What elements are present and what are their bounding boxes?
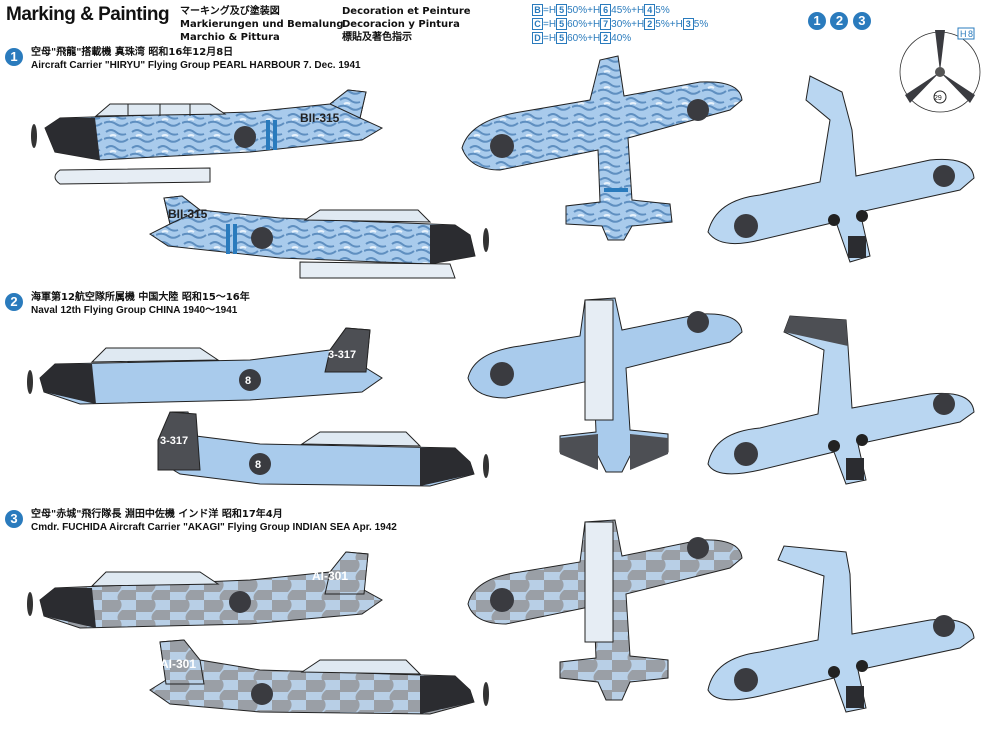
header-zh: 標貼及著色指示 xyxy=(342,32,412,43)
section-title-en: Aircraft Carrier "HIRYU" Flying Group PE… xyxy=(31,60,361,71)
section-title-en: Cmdr. FUCHIDA Aircraft Carrier "AKAGI" F… xyxy=(31,522,397,533)
paint-code-prefix: H xyxy=(592,5,601,16)
mix-ratio: 60%+ xyxy=(567,33,593,44)
s1-bottom-view xyxy=(707,75,975,263)
paint-code-number: 7 xyxy=(600,18,612,30)
paint-code-number: 6 xyxy=(600,4,612,16)
paint-code-number: 2 xyxy=(600,32,612,44)
mix-ratio: 50%+ xyxy=(567,5,593,16)
s2-code-lower: 3-317 xyxy=(160,435,188,447)
paint-code-number: 3 xyxy=(682,18,694,30)
header-languages-col2: マーキング及び塗装図 Markierungen und Bemalung Mar… xyxy=(180,5,343,44)
s2-bottom-view xyxy=(707,315,975,485)
scheme-badge: 1 xyxy=(808,12,826,30)
s3-top-view xyxy=(467,519,743,701)
header-es: Decoracion y Pintura xyxy=(342,19,460,30)
mix-equals: = xyxy=(543,5,549,16)
scheme-badges: 1 2 3 xyxy=(808,12,871,30)
mix-ratio: 5% xyxy=(655,5,670,16)
mix-ratio: 40% xyxy=(611,33,632,44)
prop-callout-29: 29 xyxy=(934,95,942,102)
mix-ratio: 45%+ xyxy=(611,5,638,16)
s2-code: 3-317 xyxy=(328,349,356,361)
s3-side-lower: AI-301 xyxy=(149,639,489,715)
prop-paint-code: H xyxy=(960,29,967,39)
mix-ratio: 60%+ xyxy=(567,19,593,30)
s3-side-upper: AI-301 xyxy=(27,551,383,629)
page-title: Marking & Painting xyxy=(6,4,170,25)
section-badge: 2 xyxy=(5,293,23,311)
paint-code-number: 5 xyxy=(556,4,568,16)
paint-code-number: 5 xyxy=(556,32,568,44)
s1-top-view xyxy=(461,55,743,241)
propeller-detail: H 8 29 xyxy=(899,27,981,113)
mix-key: C xyxy=(532,18,543,30)
header-languages-col3: Decoration et Peinture Decoracion y Pint… xyxy=(342,5,471,44)
s2-top-view xyxy=(467,297,743,473)
section-title-jp: 空母"赤城"飛行隊長 淵田中佐機 インド洋 昭和17年4月 xyxy=(31,509,283,520)
paint-code-prefix: H xyxy=(592,33,601,44)
section-2-header: 2 海軍第12航空隊所属機 中国大陸 昭和15〜16年 Naval 12th F… xyxy=(5,291,250,317)
mix-equals: = xyxy=(543,19,549,30)
section-title-jp: 空母"飛龍"搭載機 真珠湾 昭和16年12月8日 xyxy=(31,47,234,58)
paint-code-number: 4 xyxy=(644,4,656,16)
mix-key: B xyxy=(532,4,543,16)
paint-code-prefix: H xyxy=(548,5,557,16)
header-de: Markierungen und Bemalung xyxy=(180,19,344,30)
section-badge: 1 xyxy=(5,48,23,66)
s1-code-lower: BII-315 xyxy=(168,207,208,221)
mix-ratio: 30%+ xyxy=(611,19,638,30)
s3-code-lower: AI-301 xyxy=(160,657,196,671)
scheme-badge: 3 xyxy=(852,12,871,30)
section-3-header: 3 空母"赤城"飛行隊長 淵田中佐機 インド洋 昭和17年4月 Cmdr. FU… xyxy=(5,508,397,534)
header-jp: マーキング及び塗装図 xyxy=(180,6,280,17)
s2-roundel-num: 8 xyxy=(245,375,251,387)
section-title-jp: 海軍第12航空隊所属機 中国大陸 昭和15〜16年 xyxy=(31,292,250,303)
s1-code: BII-315 xyxy=(300,111,340,125)
mix-key: D xyxy=(532,32,543,44)
s1-side-lower: BII-315 xyxy=(149,195,489,279)
s2-roundel-num-lower: 8 xyxy=(255,459,261,471)
paint-code-prefix: H xyxy=(637,19,645,30)
section-1-header: 1 空母"飛龍"搭載機 真珠湾 昭和16年12月8日 Aircraft Carr… xyxy=(5,46,361,72)
header-fr: Decoration et Peinture xyxy=(342,6,471,17)
section-badge: 3 xyxy=(5,510,23,528)
s1-side-upper: BII-315 xyxy=(31,89,384,185)
paint-code-number: 5 xyxy=(556,18,568,30)
s3-code: AI-301 xyxy=(312,569,348,583)
paint-code-prefix: H xyxy=(592,19,601,30)
mix-ratio: 5%+ xyxy=(655,19,676,30)
mix-ratio: 5% xyxy=(693,19,709,30)
s3-bottom-view xyxy=(707,545,975,713)
header-it: Marchio & Pittura xyxy=(180,32,280,43)
s2-side-upper: 8 3-317 xyxy=(27,327,383,405)
section-title-en: Naval 12th Flying Group CHINA 1940〜1941 xyxy=(31,305,238,316)
paint-code-prefix: H xyxy=(548,19,557,30)
paint-code-number: 2 xyxy=(644,18,656,30)
scheme-badge: 2 xyxy=(830,12,849,30)
s2-side-lower: 8 3-317 xyxy=(157,411,489,487)
mix-equals: = xyxy=(543,33,549,44)
paint-code-prefix: H xyxy=(548,33,557,44)
paint-code-prefix: H xyxy=(675,19,683,30)
prop-paint-num: 8 xyxy=(968,29,973,39)
paint-code-prefix: H xyxy=(637,5,645,16)
